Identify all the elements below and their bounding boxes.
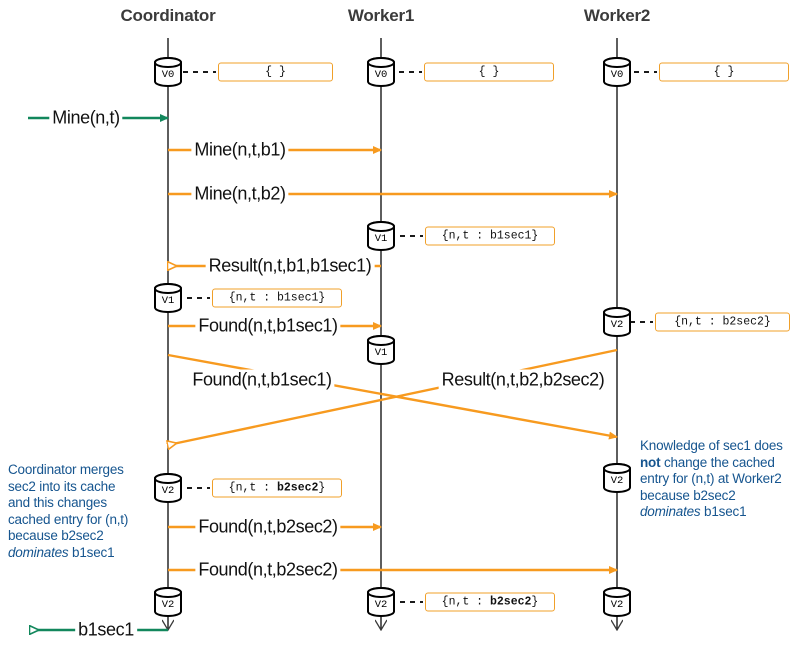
note-line: sec2 into its cache [8, 478, 116, 494]
note-line: cached entry for (n,t) [8, 511, 129, 527]
note-line: because b2sec2 [8, 528, 104, 544]
db-markers-group [154, 57, 631, 617]
note-line: Coordinator merges [8, 462, 124, 477]
note-line: and this changes [8, 495, 107, 511]
arrow-found-ntb1sec1-diag [168, 348, 618, 445]
db-marker-worker2-v2-5 [603, 307, 631, 337]
note-line: dominates b1sec1 [640, 504, 747, 520]
message-label-mine-nt-external: Mine(n,t) [49, 107, 123, 129]
message-label-result-ntb1-b1sec1: Result(n,t,b1,b1sec1) [205, 255, 375, 277]
coordinator-cache-v0: { } [218, 62, 333, 82]
note-line: not change the cached [640, 454, 775, 470]
worker1-cache-v0: { } [424, 62, 554, 82]
db-marker-worker2-v0-2 [603, 57, 631, 87]
db-marker-worker1-v1-6 [367, 335, 395, 365]
lane-title-coordinator: Coordinator [120, 6, 216, 25]
message-label-mine-ntb1: Mine(n,t,b1) [191, 139, 289, 161]
message-label-b1sec1-external: b1sec1 [75, 619, 137, 641]
db-marker-worker2-v2-11 [603, 587, 631, 617]
lane-title-worker2: Worker2 [583, 6, 651, 25]
message-label-mine-ntb2: Mine(n,t,b2) [191, 183, 289, 205]
db-marker-coordinator-v2-7 [154, 473, 182, 503]
arrow-result-ntb2-b2sec2 [167, 353, 618, 440]
lane-title-worker1: Worker1 [347, 6, 415, 25]
message-label-result-ntb2-b2sec2: Result(n,t,b2,b2sec2) [438, 369, 608, 391]
message-label-found-ntb2sec2-w1: Found(n,t,b2sec2) [195, 516, 341, 538]
db-marker-worker2-v2-8 [603, 463, 631, 493]
db-marker-coordinator-v2-9 [154, 587, 182, 617]
message-label-found-ntb1sec1-diag: Found(n,t,b1sec1) [189, 369, 335, 391]
note-line: dominates b1sec1 [8, 544, 115, 560]
worker1-cache-v1: {n,t : b1sec1} [425, 226, 555, 246]
note-line: Knowledge of sec1 does [640, 438, 783, 453]
worker2-cache-v0: { } [659, 62, 789, 82]
message-label-found-ntb2sec2-w2: Found(n,t,b2sec2) [195, 559, 341, 581]
message-label-found-ntb1sec1-w1: Found(n,t,b1sec1) [195, 315, 341, 337]
db-marker-worker1-v2-10 [367, 587, 395, 617]
db-marker-coordinator-v0-0 [154, 57, 182, 87]
worker2-cache-v2: {n,t : b2sec2} [655, 312, 790, 332]
worker1-cache-v2: {n,t : b2sec2} [425, 592, 555, 612]
note-line: entry for (n,t) at Worker2 [640, 471, 782, 487]
coordinator-cache-v1: {n,t : b1sec1} [212, 288, 342, 308]
note-line: because b2sec2 [640, 487, 736, 503]
db-marker-worker1-v1-3 [367, 221, 395, 251]
db-marker-coordinator-v1-4 [154, 283, 182, 313]
coordinator-cache-v2: {n,t : b2sec2} [212, 478, 342, 498]
db-marker-worker1-v0-1 [367, 57, 395, 87]
